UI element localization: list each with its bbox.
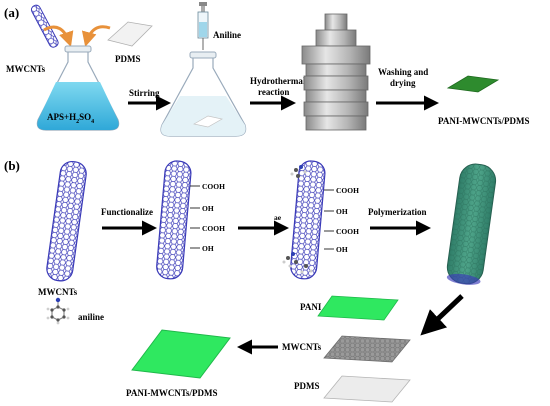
group-label: COOH [202, 224, 225, 233]
step-wash-label-1: Washing and [378, 67, 428, 77]
mwcnt-tube-small [30, 4, 59, 48]
autoclave-reactor [301, 13, 371, 131]
panel-a-label: (a) [4, 5, 19, 20]
flask-with-solution [36, 45, 120, 131]
layer-pani [317, 295, 399, 321]
product-film-large [131, 329, 231, 379]
step-ae-label: ae [274, 213, 282, 222]
layer-pdms-label: PDMS [294, 381, 320, 391]
group-label: OH [202, 204, 214, 213]
functional-groups-2: COOH OH COOH OH [324, 186, 359, 254]
step-stirring-label: Stirring [129, 88, 160, 98]
step-hydro-label-1: Hydrothermal [250, 76, 306, 86]
aniline-molecule-icon [46, 297, 70, 325]
panel-b-label: (b) [4, 158, 20, 173]
layer-mwcnts-texture [324, 336, 410, 362]
pdms-label-a: PDMS [115, 54, 141, 64]
mwcnt-functionalized [156, 160, 192, 280]
mwcnt-pristine [46, 160, 87, 282]
step-hydro-label-2: reaction [258, 87, 289, 97]
functional-groups-1: COOH OH COOH OH [190, 182, 225, 253]
group-label: OH [202, 244, 214, 253]
product-label-b: PANI-MWCNTs/PDMS [126, 388, 218, 398]
flask-with-pdms [160, 51, 247, 137]
adsorbed-aniline-molecules [282, 165, 313, 274]
group-label: OH [336, 245, 348, 254]
step-wash-label-2: drying [390, 78, 416, 88]
group-label: COOH [336, 186, 359, 195]
transfer-arrow-right [81, 25, 111, 47]
layer-pani-label: PANI [300, 302, 322, 312]
mwcnt-pani-coated [446, 163, 497, 285]
transfer-arrow-left [43, 25, 74, 47]
syringe-icon [197, 2, 209, 50]
group-label: COOH [336, 227, 359, 236]
flask-solution-label: APS+H2SO4 [47, 112, 94, 125]
layer-mwcnts-label: MWCNTs [282, 342, 322, 352]
pdms-sheet-small [107, 21, 153, 47]
group-label: OH [336, 207, 348, 216]
step-polymerization-label: Polymerization [368, 207, 426, 217]
mwcnt-with-aniline [290, 160, 326, 280]
step-functionalize-label: Functionalize [101, 207, 153, 217]
product-label-a: PANI-MWCNTs/PDMS [438, 116, 530, 126]
product-film-small [446, 75, 500, 93]
arrow-to-layers [420, 294, 464, 336]
layer-pdms [323, 375, 411, 403]
aniline-label-a: Aniline [213, 30, 241, 40]
mwcnts-label-a: MWCNTs [6, 64, 46, 74]
group-label: COOH [202, 182, 225, 191]
mwcnts-label-b: MWCNTs [38, 287, 78, 297]
aniline-label-b: aniline [78, 312, 104, 322]
